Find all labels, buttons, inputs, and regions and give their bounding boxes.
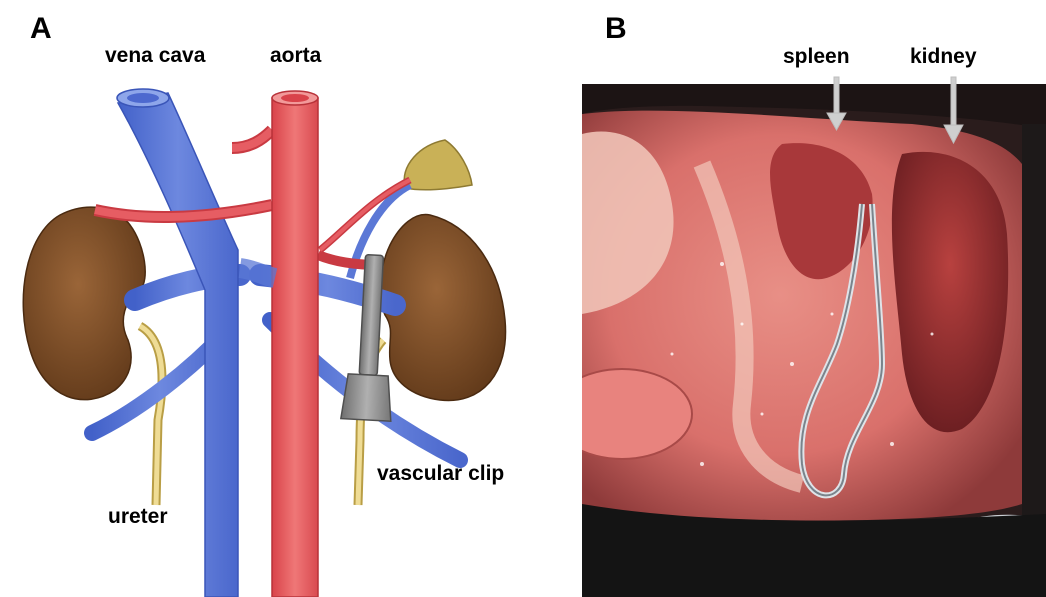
aorta (272, 98, 318, 597)
surgical-photo (582, 84, 1046, 597)
kidney-label: kidney (910, 45, 977, 69)
spleen-label: spleen (783, 45, 850, 69)
kidney-anatomy-illustration (0, 0, 580, 597)
panel-b-letter: B (605, 12, 627, 46)
adrenal-gland (404, 140, 472, 190)
vena-cava (118, 93, 238, 597)
